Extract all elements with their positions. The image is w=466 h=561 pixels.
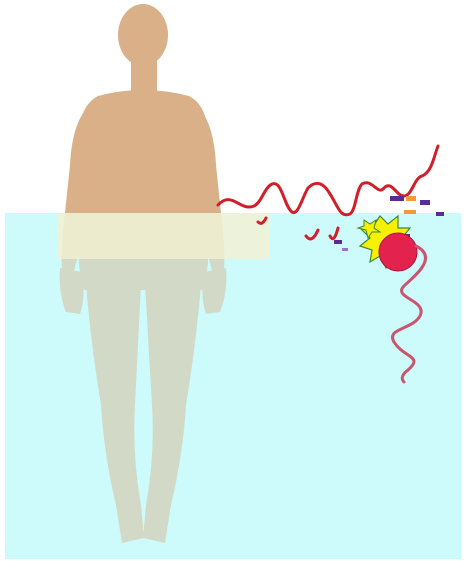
water-surface-band xyxy=(58,213,270,259)
red-particle xyxy=(379,233,417,271)
sine-wave-surface xyxy=(218,146,438,215)
